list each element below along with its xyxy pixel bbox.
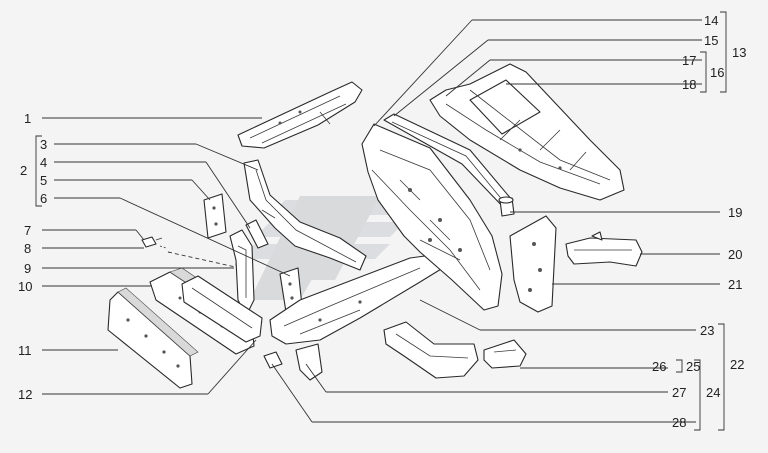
part-28-bracket [263,351,283,369]
part-11-front-panel [107,287,199,389]
callout-28: 28 [672,415,686,430]
part-27-bracket [295,343,323,381]
part-21-side-bracket [509,215,557,313]
callout-10: 10 [18,279,32,294]
callout-23: 23 [700,323,714,338]
part-7-8-fasteners [141,236,245,273]
callout-22: 22 [730,357,744,372]
callout-1: 1 [24,111,31,126]
part-23-longitudinal [269,253,447,345]
callout-17: 17 [682,53,696,68]
callout-24: 24 [706,385,720,400]
part-26-bracket [483,339,527,369]
callout-21: 21 [728,277,742,292]
callout-27: 27 [672,385,686,400]
callout-16: 16 [710,65,724,80]
callout-5: 5 [40,173,47,188]
callout-8: 8 [24,241,31,256]
part-20-bracket [565,231,643,267]
callout-25: 25 [686,359,700,374]
part-22-floor-member [383,321,479,379]
part-5-plate [203,193,227,239]
part-1-upper-rail [237,81,363,149]
callout-labels: 1 2 3 4 5 6 7 8 9 10 11 12 13 14 15 16 1… [18,13,746,430]
part-14-firewall [361,123,503,311]
callout-11: 11 [18,343,32,358]
callout-20: 20 [728,247,742,262]
callout-3: 3 [40,137,47,152]
callout-7: 7 [24,223,31,238]
part-19-clip [498,196,515,217]
callout-14: 14 [704,13,718,28]
part-3-4-strut-reinforcement [243,159,367,271]
callout-9: 9 [24,261,31,276]
part-12-crossmember [181,275,263,343]
leader-lines [35,11,727,431]
callout-15: 15 [704,33,718,48]
part-17-18-cowl-panel [429,63,625,201]
callout-26: 26 [652,359,666,374]
callout-18: 18 [682,77,696,92]
callout-4: 4 [40,155,47,170]
callout-12: 12 [18,387,32,402]
callout-13: 13 [732,45,746,60]
callout-19: 19 [728,205,742,220]
callout-2: 2 [20,163,27,178]
callout-6: 6 [40,191,47,206]
